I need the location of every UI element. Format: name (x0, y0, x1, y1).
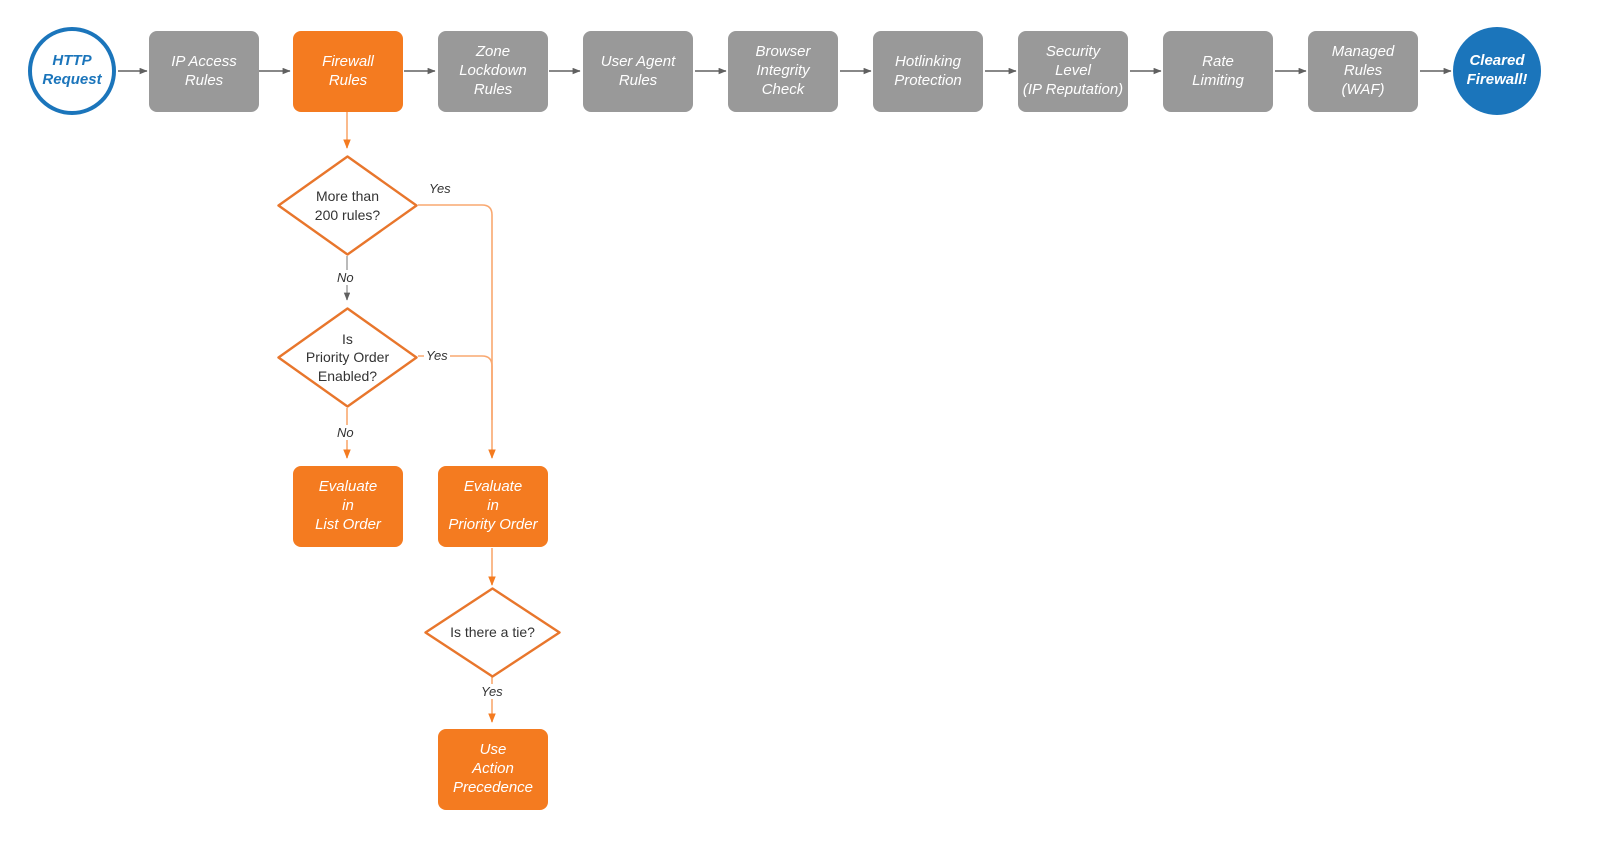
node-ip-access-rules[interactable]: IP Access Rules (149, 31, 259, 112)
node-use-action-precedence[interactable]: Use Action Precedence (438, 729, 548, 810)
node-firewall-rules[interactable]: Firewall Rules (293, 31, 403, 112)
decision-is-there-a-tie[interactable]: Is there a tie? (424, 587, 561, 678)
decision-label: Is Priority Order Enabled? (305, 331, 390, 384)
node-zone-lockdown-rules[interactable]: Zone Lockdown Rules (438, 31, 548, 112)
diamond-shape (424, 587, 561, 678)
edge-label-priority-order-no: No (335, 425, 356, 440)
node-security-level[interactable]: Security Level (IP Reputation) (1018, 31, 1128, 112)
node-user-agent-rules[interactable]: User Agent Rules (583, 31, 693, 112)
node-hotlinking-protection[interactable]: Hotlinking Protection (873, 31, 983, 112)
edge-label-more-than-200-no: No (335, 270, 356, 285)
edge-priority-order-yes (418, 355, 493, 420)
node-rate-limiting[interactable]: Rate Limiting (1163, 31, 1273, 112)
diamond-shape (277, 307, 418, 408)
node-evaluate-in-priority-order[interactable]: Evaluate in Priority Order (438, 466, 548, 547)
decision-is-priority-order-enabled[interactable]: Is Priority Order Enabled? (277, 307, 418, 408)
decision-label: More than 200 rules? (314, 188, 381, 223)
edge-label-tie-yes: Yes (479, 684, 505, 699)
edge-label-more-than-200-yes: Yes (427, 181, 453, 196)
decision-label: Is there a tie? (450, 624, 535, 641)
edge-label-priority-order-yes: Yes (424, 348, 450, 363)
decision-more-than-200-rules[interactable]: More than 200 rules? (277, 155, 418, 256)
node-cleared-firewall[interactable]: Cleared Firewall! (1453, 27, 1541, 115)
node-browser-integrity-check[interactable]: Browser Integrity Check (728, 31, 838, 112)
node-http-request[interactable]: HTTP Request (28, 27, 116, 115)
node-evaluate-in-list-order[interactable]: Evaluate in List Order (293, 466, 403, 547)
edge-more-than-200-yes (418, 204, 496, 459)
node-managed-rules-waf[interactable]: Managed Rules (WAF) (1308, 31, 1418, 112)
diamond-shape (277, 155, 418, 256)
